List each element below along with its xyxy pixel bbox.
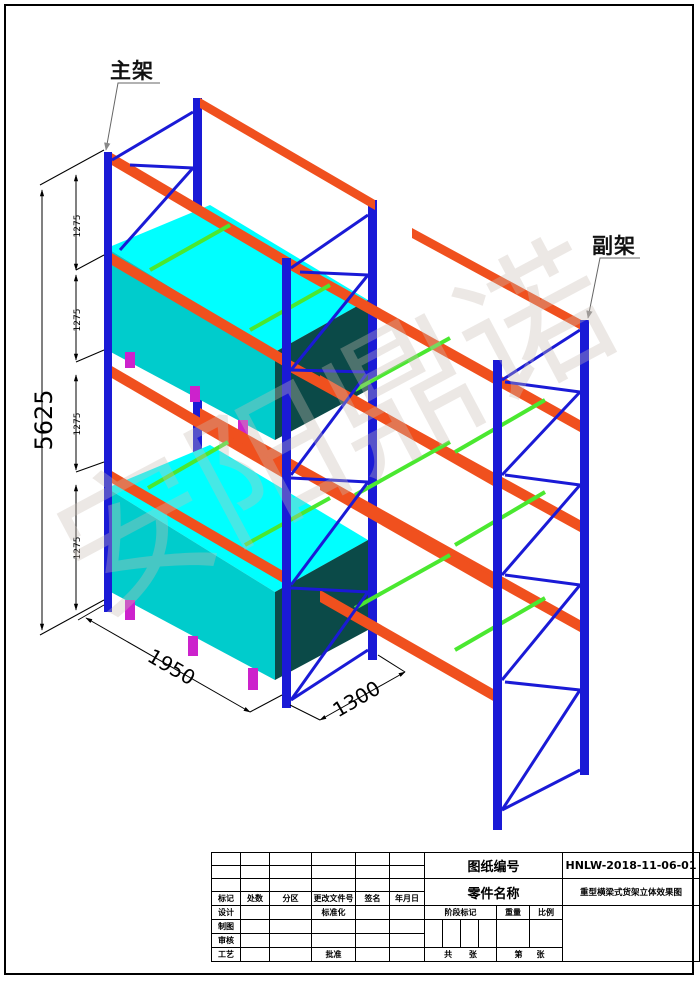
label-process: 工艺 bbox=[211, 947, 241, 962]
total-sheets: 共 张 bbox=[424, 947, 497, 962]
callout-sub-frame: 副架 bbox=[592, 234, 636, 258]
dimension-level-1: 1275 bbox=[73, 215, 83, 238]
dimension-depth bbox=[289, 654, 406, 721]
title-block: 图纸编号 HNLW-2018-11-06-01 零件名称 重型横梁式货架立体效果… bbox=[211, 852, 700, 962]
beam-level2-front bbox=[110, 252, 290, 370]
dimension-total-height: 5625 bbox=[30, 389, 58, 450]
dimension-level-2: 1275 bbox=[73, 309, 83, 332]
beam-top-front bbox=[110, 152, 290, 270]
upright-front-left bbox=[104, 152, 112, 612]
beam-top-back bbox=[200, 98, 375, 210]
leader-sub-frame bbox=[586, 257, 640, 319]
label-scale: 比例 bbox=[529, 905, 563, 920]
beam-sub-4 bbox=[320, 590, 495, 702]
beam-sub-2 bbox=[320, 375, 495, 487]
beam-level4-front bbox=[110, 470, 290, 587]
label-standardization: 标准化 bbox=[311, 905, 356, 920]
label-stage-mark: 阶段标记 bbox=[424, 905, 497, 920]
label-review: 审核 bbox=[211, 933, 241, 948]
label-drafting: 制图 bbox=[211, 919, 241, 934]
label-design: 设计 bbox=[211, 905, 241, 920]
rev-header-zone: 分区 bbox=[269, 891, 312, 906]
part-name: 重型横梁式货架立体效果图 bbox=[562, 878, 700, 906]
beam-level3-front bbox=[110, 365, 290, 482]
leader-main-frame bbox=[104, 82, 160, 151]
dimension-height bbox=[39, 149, 105, 636]
label-weight: 重量 bbox=[496, 905, 530, 920]
rev-header-signature: 签名 bbox=[355, 891, 390, 906]
rev-header-mark: 标记 bbox=[211, 891, 241, 906]
upright-back-right bbox=[368, 200, 377, 660]
rev-header-count: 处数 bbox=[240, 891, 270, 906]
sheet-number: 第 张 bbox=[496, 947, 563, 962]
callout-main-frame: 主架 bbox=[110, 59, 154, 83]
dimension-level-3: 1275 bbox=[73, 413, 83, 436]
beam-sub-3 bbox=[320, 478, 495, 590]
part-name-label: 零件名称 bbox=[424, 878, 563, 906]
drawing-number-label: 图纸编号 bbox=[424, 852, 563, 879]
dimension-frame-depth: 1300 bbox=[328, 676, 384, 722]
dimension-level-4: 1275 bbox=[73, 537, 83, 560]
upright-sub-back bbox=[580, 320, 589, 775]
bracing-main bbox=[111, 110, 370, 702]
drawing-number: HNLW-2018-11-06-01 bbox=[562, 852, 700, 879]
rev-header-change-doc: 更改文件号 bbox=[311, 891, 356, 906]
bracing-sub bbox=[500, 328, 582, 812]
rev-header-date: 年月日 bbox=[389, 891, 425, 906]
dimension-width bbox=[77, 604, 283, 713]
drawing-border bbox=[4, 4, 694, 975]
upright-sub-front bbox=[493, 360, 502, 830]
upright-front-right bbox=[282, 258, 291, 708]
beam-sub-top bbox=[412, 228, 585, 332]
label-approval: 批准 bbox=[311, 947, 356, 962]
